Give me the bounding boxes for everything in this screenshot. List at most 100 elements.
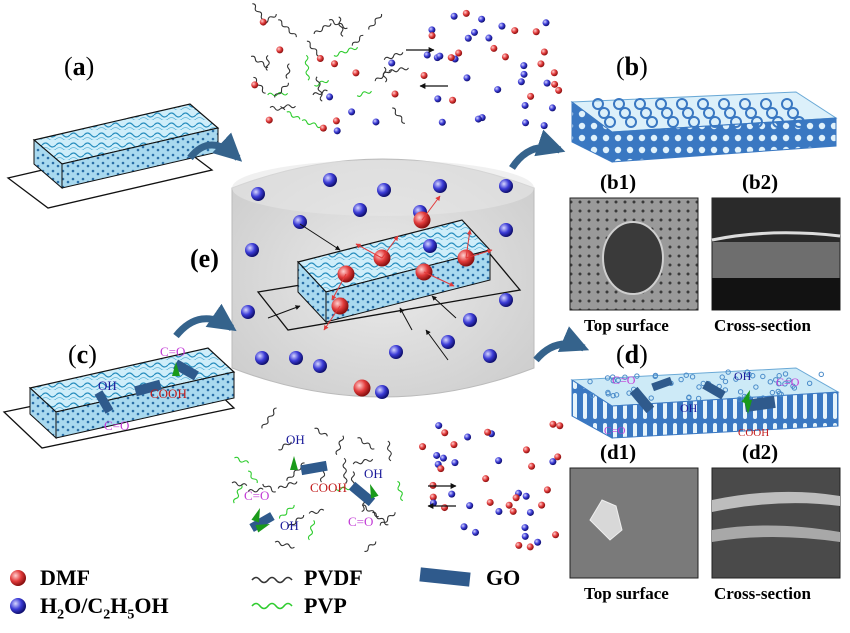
bottom-right-molecule xyxy=(521,532,529,540)
membrane-d-pore xyxy=(587,378,593,385)
top-right-molecule xyxy=(447,54,455,62)
bottom-right-molecule xyxy=(538,501,546,509)
membrane-d-pore xyxy=(749,373,756,379)
pvdf-chain xyxy=(265,54,270,71)
pvdf-chain xyxy=(253,76,266,94)
top-right-molecule xyxy=(474,115,482,123)
dmf-outflow-arrow xyxy=(355,243,383,259)
pvdf-chain xyxy=(382,66,388,83)
membrane-d-pore xyxy=(776,381,782,387)
top-right-molecule xyxy=(532,28,540,36)
membrane-b-pore xyxy=(751,116,763,128)
dmf-outflow-arrow xyxy=(381,235,399,259)
membrane-b-pore xyxy=(745,107,757,119)
membrane-d-pore xyxy=(610,392,616,399)
solvent-inflow-arrow xyxy=(399,307,413,331)
legend-graphics xyxy=(10,567,471,614)
bottom-right-molecule xyxy=(437,465,445,473)
top-right-molecule xyxy=(462,9,470,17)
bottom-right-molecule xyxy=(526,508,534,516)
dmf-outflow-arrow xyxy=(423,271,455,287)
bottom-right-molecule xyxy=(554,453,562,461)
membrane-b-pore xyxy=(688,116,700,128)
top-right-molecule xyxy=(470,28,478,36)
top-right-molecule xyxy=(537,60,545,68)
bath-solvent-molecule xyxy=(389,345,403,359)
legend-dmf-label: DMF xyxy=(40,565,91,590)
membrane-d-pore xyxy=(733,376,739,382)
bottom-right-molecule xyxy=(522,492,530,500)
bottom-right-molecule xyxy=(528,462,536,470)
top-right-molecule xyxy=(543,79,551,87)
panel-label-b2: (b2) xyxy=(742,170,779,194)
top-right-molecule xyxy=(540,48,548,56)
bottom-right-molecule xyxy=(435,422,443,430)
pvdf-chain xyxy=(392,107,405,124)
molecules-layer xyxy=(231,3,824,552)
pvdf-chain xyxy=(313,23,332,35)
bath-solvent-molecule xyxy=(293,215,307,229)
bath-solvent-molecule xyxy=(241,305,255,319)
go-sheet-d xyxy=(651,376,673,392)
bottom-right-molecule xyxy=(556,422,564,430)
pvdf-chain xyxy=(269,105,286,111)
membrane-d-pore xyxy=(719,374,725,380)
bottom-right-molecule xyxy=(495,508,503,516)
go-sheet-d xyxy=(702,380,726,400)
top-right-molecule xyxy=(555,86,563,94)
top-dmf-molecule xyxy=(251,81,259,89)
chem-co-label: C=O xyxy=(612,373,636,387)
top-right-molecule xyxy=(511,27,519,35)
membrane-b-pore xyxy=(697,98,709,110)
bottom-right-molecule xyxy=(509,507,517,515)
membrane-b-pore xyxy=(772,116,784,128)
pvp-chain xyxy=(286,111,301,120)
top-right-molecule xyxy=(455,49,463,57)
bottom-right-molecule xyxy=(512,494,520,502)
pvp-chain xyxy=(333,46,359,57)
chem-co-label: C=O xyxy=(244,488,269,503)
top-right-molecule xyxy=(449,96,457,104)
chem-co-label: C=O xyxy=(348,514,373,529)
chem-co-label: C=O xyxy=(604,425,626,437)
membrane-b-pore xyxy=(718,98,730,110)
membrane-b-pore xyxy=(760,98,772,110)
bath-solvent-molecule xyxy=(313,359,327,373)
top-dmf-molecule xyxy=(265,116,273,124)
bottom-right-molecule xyxy=(450,441,458,449)
pvdf-chain xyxy=(364,541,377,552)
membrane-b-pore xyxy=(619,107,631,119)
membrane-b-pore xyxy=(640,107,652,119)
pvdf-chain xyxy=(338,16,344,37)
pvdf-chain xyxy=(308,508,325,514)
membrane-d-pore xyxy=(773,377,779,383)
membrane-b-pore xyxy=(709,116,721,128)
bottom-right-molecule xyxy=(526,543,534,551)
legend-dmf-marker xyxy=(10,570,26,586)
go-sheet-bottom xyxy=(348,481,376,507)
membrane-d-pore xyxy=(648,395,654,401)
membrane-d-pore xyxy=(686,395,692,401)
bottom-right-molecule xyxy=(460,523,468,531)
legend-go-label: GO xyxy=(486,565,521,590)
bottom-right-molecule xyxy=(486,498,494,506)
top-right-molecule xyxy=(428,26,436,34)
pvp-chain xyxy=(304,54,310,81)
pvdf-chain xyxy=(388,67,409,73)
top-right-molecule xyxy=(436,52,444,60)
top-right-molecule xyxy=(478,15,486,23)
pvdf-chain xyxy=(351,34,364,46)
membrane-d-pore xyxy=(613,392,620,398)
legend-solvent-marker xyxy=(10,598,26,614)
membrane-d-pore xyxy=(776,373,782,379)
pvdf-chain xyxy=(274,82,289,98)
membrane-b-pore xyxy=(661,107,673,119)
membrane-d-pore xyxy=(610,377,616,384)
bottom-right-molecule xyxy=(522,446,530,454)
bottom-right-molecule xyxy=(495,457,503,465)
membrane-d-pore xyxy=(622,374,628,380)
pvdf-chain xyxy=(335,435,345,456)
pvdf-chain xyxy=(342,457,348,484)
membrane-d-pore xyxy=(722,378,729,385)
